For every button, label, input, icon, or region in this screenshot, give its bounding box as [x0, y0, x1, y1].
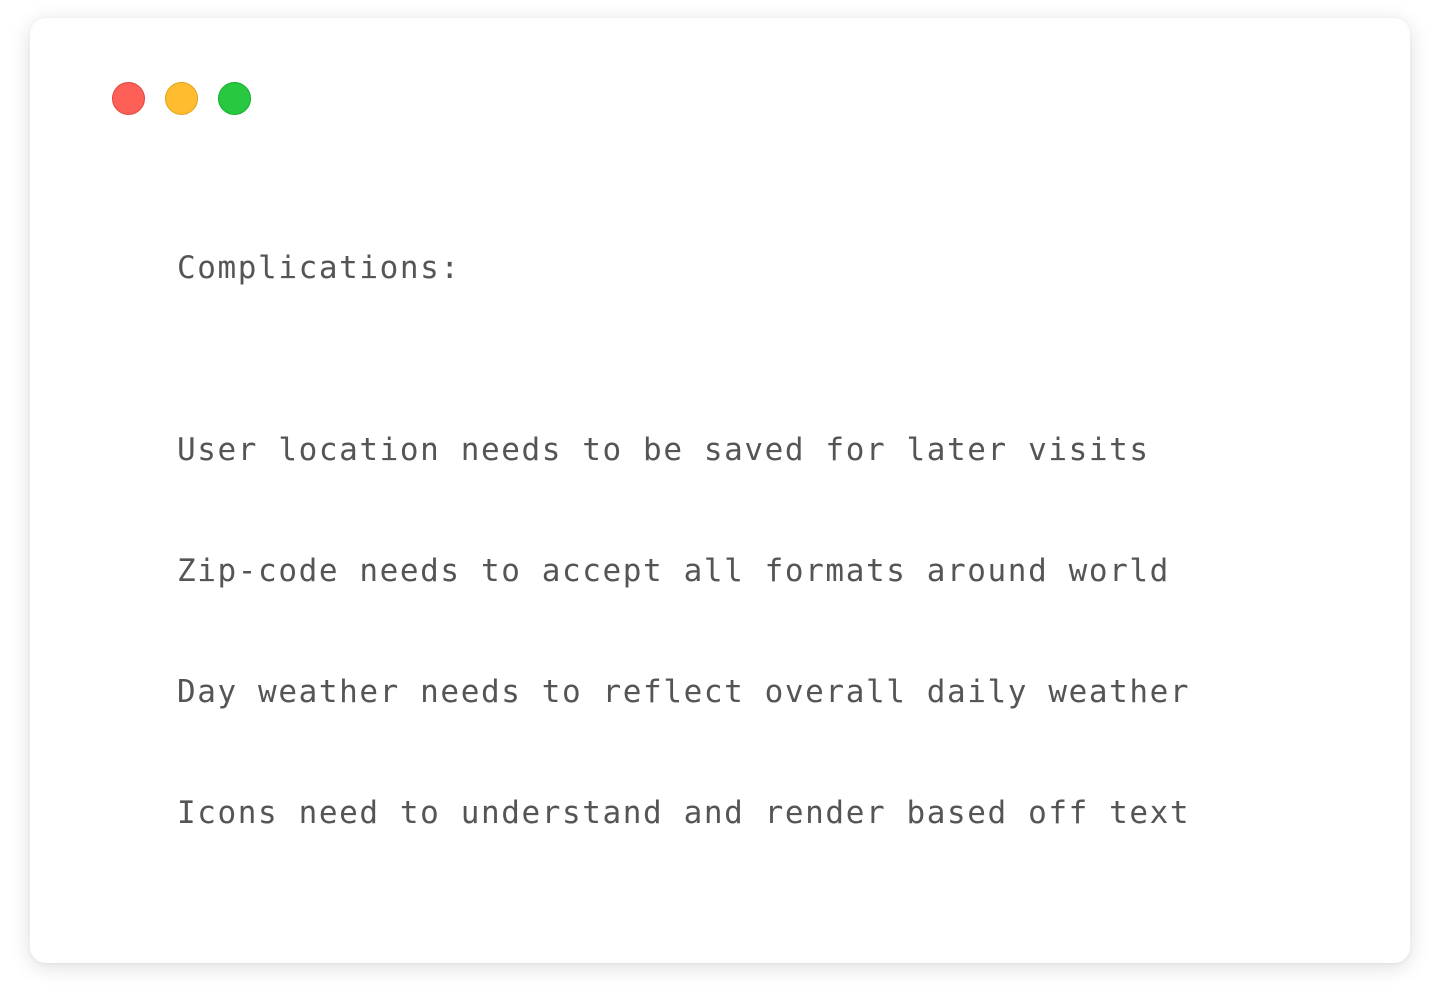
minimize-button[interactable] [165, 82, 198, 115]
complication-item: Zip-code needs to accept all formats aro… [177, 553, 1170, 589]
maximize-button[interactable] [218, 82, 251, 115]
window-controls [112, 82, 251, 115]
complication-item: Day weather needs to reflect overall dai… [177, 674, 1191, 710]
close-button[interactable] [112, 82, 145, 115]
complication-item: Icons need to understand and render base… [177, 795, 1191, 831]
complication-item: User location needs to be saved for late… [177, 432, 1150, 468]
code-window: Complications: User location needs to be… [30, 18, 1410, 963]
complications-heading: Complications: [177, 250, 461, 286]
